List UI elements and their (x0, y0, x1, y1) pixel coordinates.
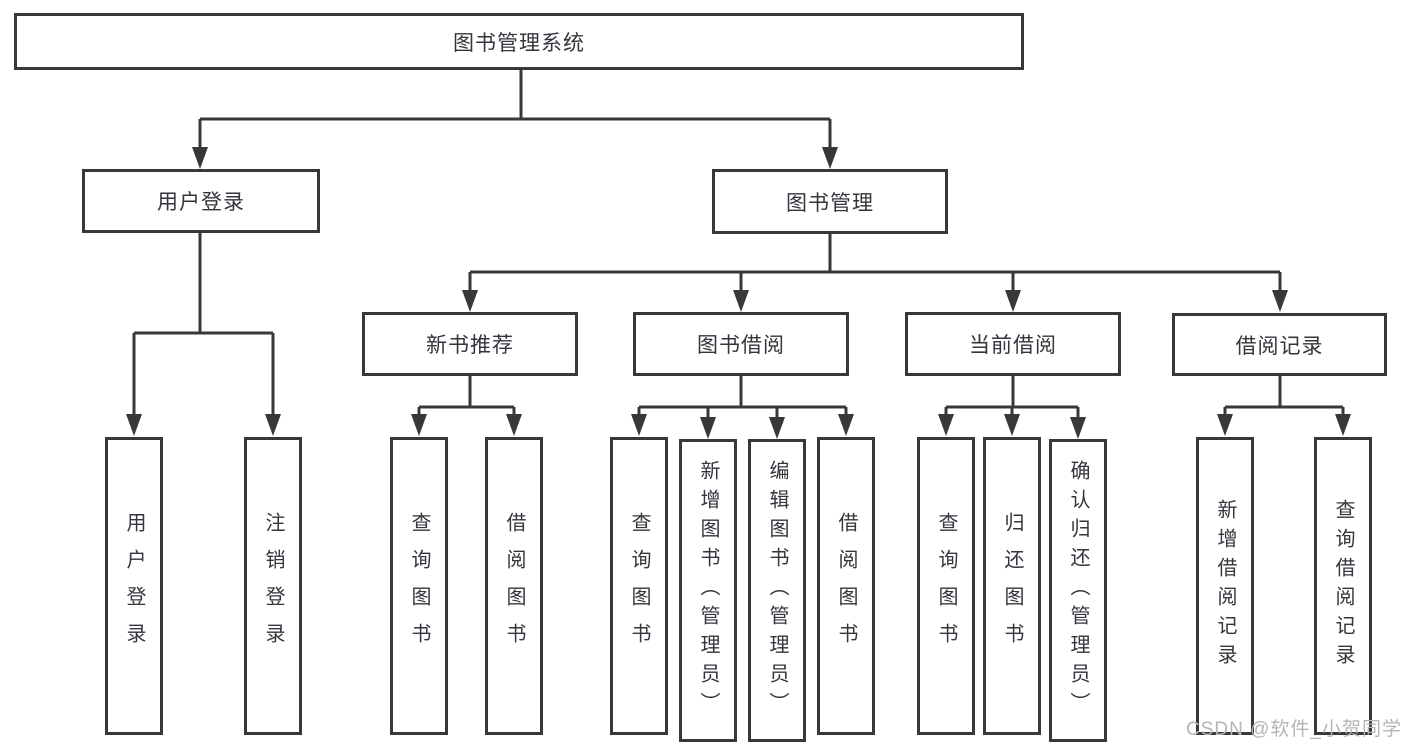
node-user-login-label: 用户登录 (157, 191, 245, 214)
leaf-borrow-book-label: 借阅图书 (835, 512, 857, 660)
leaf-borrow-book: 借阅图书 (817, 437, 875, 735)
leaf-query-borrow-record-label: 查询借阅记录 (1332, 499, 1354, 673)
node-book-management: 图书管理 (712, 169, 948, 234)
leaf-query-book-borrow-label: 查询图书 (628, 512, 650, 660)
leaf-user-login: 用户登录 (105, 437, 163, 735)
watermark-text: CSDN @软件_小贺同学 (1186, 719, 1402, 740)
node-user-login: 用户登录 (82, 169, 320, 233)
leaf-query-book-recommend: 查询图书 (390, 437, 448, 735)
leaf-query-book-current: 查询图书 (917, 437, 975, 735)
leaf-borrow-book-recommend: 借阅图书 (485, 437, 543, 735)
node-book-management-label: 图书管理 (786, 191, 874, 215)
leaf-query-borrow-record: 查询借阅记录 (1314, 437, 1372, 735)
node-current-borrow-label: 当前借阅 (969, 334, 1057, 357)
leaf-query-book-recommend-label: 查询图书 (408, 512, 430, 660)
leaf-add-borrow-record-label: 新增借阅记录 (1214, 499, 1236, 673)
leaf-logout: 注销登录 (244, 437, 302, 735)
leaf-add-book-admin: 新增图书（管理员） (679, 439, 737, 742)
node-new-book-recommend: 新书推荐 (362, 312, 578, 376)
leaf-add-book-admin-label: 新增图书（管理员） (697, 460, 719, 721)
leaf-confirm-return-admin-label: 确认归还（管理员） (1067, 460, 1089, 721)
leaf-logout-label: 注销登录 (262, 512, 284, 660)
leaf-edit-book-admin-label: 编辑图书（管理员） (766, 460, 788, 721)
node-new-book-recommend-label: 新书推荐 (426, 334, 514, 357)
node-borrow-records: 借阅记录 (1172, 313, 1387, 376)
leaf-confirm-return-admin: 确认归还（管理员） (1049, 439, 1107, 742)
leaf-return-book-label: 归还图书 (1001, 512, 1023, 660)
leaf-user-login-label: 用户登录 (123, 512, 145, 660)
node-root: 图书管理系统 (14, 13, 1024, 70)
node-borrow-records-label: 借阅记录 (1235, 334, 1324, 358)
node-root-label: 图书管理系统 (453, 31, 585, 55)
leaf-query-book-current-label: 查询图书 (935, 512, 957, 660)
leaf-borrow-book-recommend-label: 借阅图书 (503, 512, 525, 660)
leaf-add-borrow-record: 新增借阅记录 (1196, 437, 1254, 735)
node-book-borrow: 图书借阅 (633, 312, 849, 376)
leaf-return-book: 归还图书 (983, 437, 1041, 735)
leaf-edit-book-admin: 编辑图书（管理员） (748, 439, 806, 742)
node-book-borrow-label: 图书借阅 (697, 334, 785, 357)
leaf-query-book-borrow: 查询图书 (610, 437, 668, 735)
node-current-borrow: 当前借阅 (905, 312, 1121, 376)
